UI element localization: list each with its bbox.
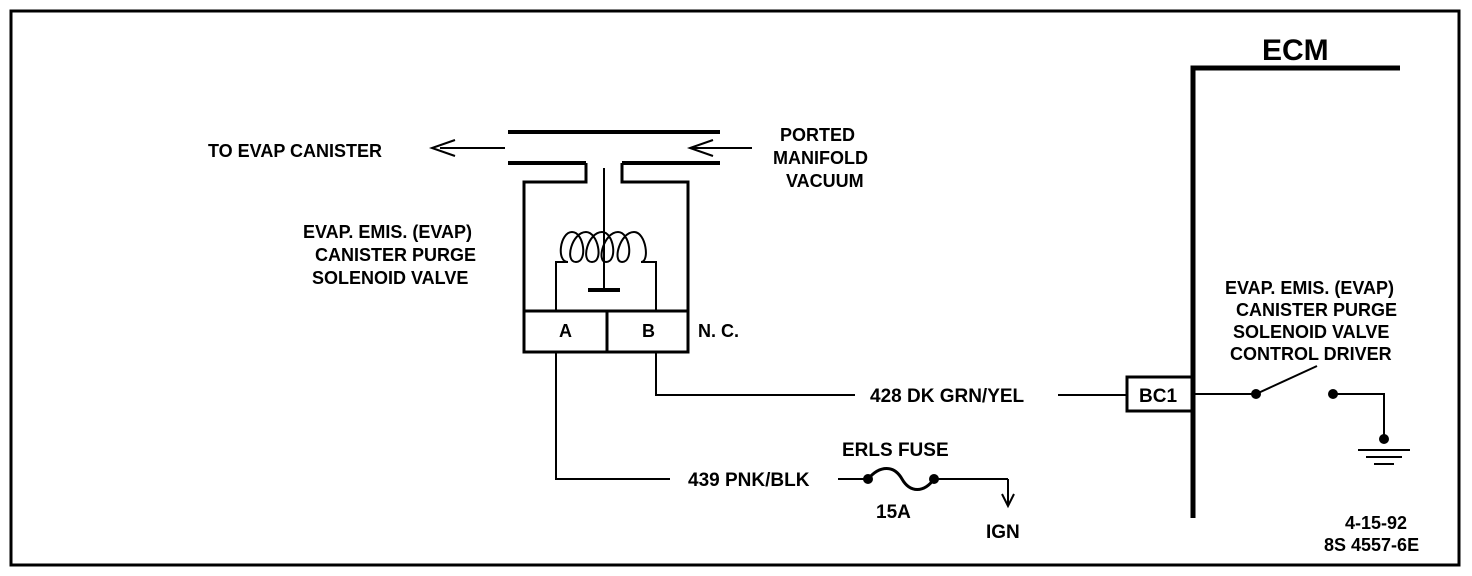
control-driver-switch xyxy=(1193,365,1389,444)
terminal-a: A xyxy=(559,321,572,341)
erls-fuse xyxy=(863,467,1008,491)
solenoid-label-line-1: EVAP. EMIS. (EVAP) xyxy=(303,222,472,242)
wire-439-label: 439 PNK/BLK xyxy=(688,470,810,491)
wire-428-label: 428 DK GRN/YEL xyxy=(870,386,1025,407)
ground-symbol xyxy=(1358,449,1410,465)
ported-vacuum-line-2: MANIFOLD xyxy=(773,148,868,168)
terminal-b: B xyxy=(642,321,655,341)
date-code: 4-15-92 xyxy=(1345,513,1407,533)
to-evap-canister-label: TO EVAP CANISTER xyxy=(208,141,382,161)
driver-label-line-1: EVAP. EMIS. (EVAP) xyxy=(1225,278,1394,298)
ign-label: IGN xyxy=(986,522,1020,543)
fuse-label: ERLS FUSE xyxy=(842,440,949,461)
vacuum-tubes xyxy=(508,130,720,165)
ported-vacuum-line-1: PORTED xyxy=(780,125,855,145)
arrow-from-manifold-vacuum xyxy=(686,139,752,157)
ign-arrow xyxy=(1001,479,1015,509)
fuse-rating: 15A xyxy=(876,502,911,523)
solenoid-coil xyxy=(559,230,647,264)
arrow-to-evap-canister xyxy=(428,139,505,157)
wire-428 xyxy=(655,352,1127,396)
driver-label-line-2: CANISTER PURGE xyxy=(1236,300,1397,320)
ecm-block: ECM xyxy=(1190,34,1400,518)
diagram-frame xyxy=(9,9,1461,567)
normally-closed-label: N. C. xyxy=(698,321,739,341)
solenoid-valve-body xyxy=(522,163,690,354)
driver-label-line-3: SOLENOID VALVE xyxy=(1233,322,1389,342)
ported-vacuum-line-3: VACUUM xyxy=(786,171,864,191)
connector-bc1-label: BC1 xyxy=(1139,386,1177,407)
driver-label-line-4: CONTROL DRIVER xyxy=(1230,344,1392,364)
wire-439 xyxy=(555,352,866,480)
solenoid-label-line-2: CANISTER PURGE xyxy=(315,245,476,265)
figure-code: 8S 4557-6E xyxy=(1324,535,1419,555)
ecm-title: ECM xyxy=(1262,34,1329,67)
solenoid-label-line-3: SOLENOID VALVE xyxy=(312,268,468,288)
